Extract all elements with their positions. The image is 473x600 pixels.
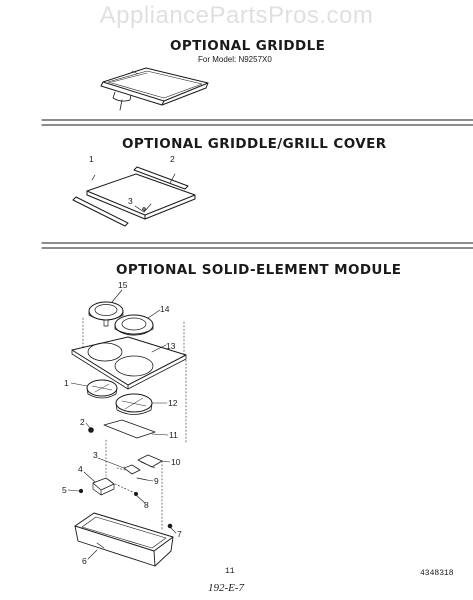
callout-module-11: 11 xyxy=(169,430,178,440)
callout-cover-3: 3 xyxy=(128,196,133,206)
griddle-drawing xyxy=(100,67,209,111)
callout-module-3: 3 xyxy=(93,450,98,460)
document-number: 4348318 xyxy=(420,569,454,578)
handwritten-note: 192-E-7 xyxy=(208,582,245,594)
section-title-optional-griddle: OPTIONAL GRIDDLE xyxy=(170,38,326,54)
section-title-griddle-grill-cover: OPTIONAL GRIDDLE/GRILL COVER xyxy=(122,136,387,152)
callout-module-15: 15 xyxy=(118,280,128,290)
model-note: For Model: N9257X0 xyxy=(198,55,272,64)
callout-module-9: 9 xyxy=(154,476,159,486)
section-title-solid-element-module: OPTIONAL SOLID-ELEMENT MODULE xyxy=(116,262,402,278)
callout-cover-2: 2 xyxy=(170,154,175,164)
callout-module-4: 4 xyxy=(78,464,83,474)
page-number: 11 xyxy=(225,567,235,576)
callout-module-12: 12 xyxy=(168,398,178,408)
callout-module-5: 5 xyxy=(62,485,67,495)
callout-module-1: 1 xyxy=(64,378,69,388)
callout-module-7: 7 xyxy=(177,529,182,539)
callout-module-8: 8 xyxy=(144,500,149,510)
callout-module-2: 2 xyxy=(80,417,85,427)
callout-module-13: 13 xyxy=(166,341,176,351)
callout-module-6: 6 xyxy=(82,556,87,566)
callout-module-14: 14 xyxy=(160,304,170,314)
grill-cover-drawing xyxy=(72,166,196,227)
solid-element-module-drawing xyxy=(67,289,187,567)
callout-module-10: 10 xyxy=(171,457,181,467)
watermark: AppliancePartsPros.com xyxy=(99,2,374,29)
callout-cover-1: 1 xyxy=(89,154,94,164)
